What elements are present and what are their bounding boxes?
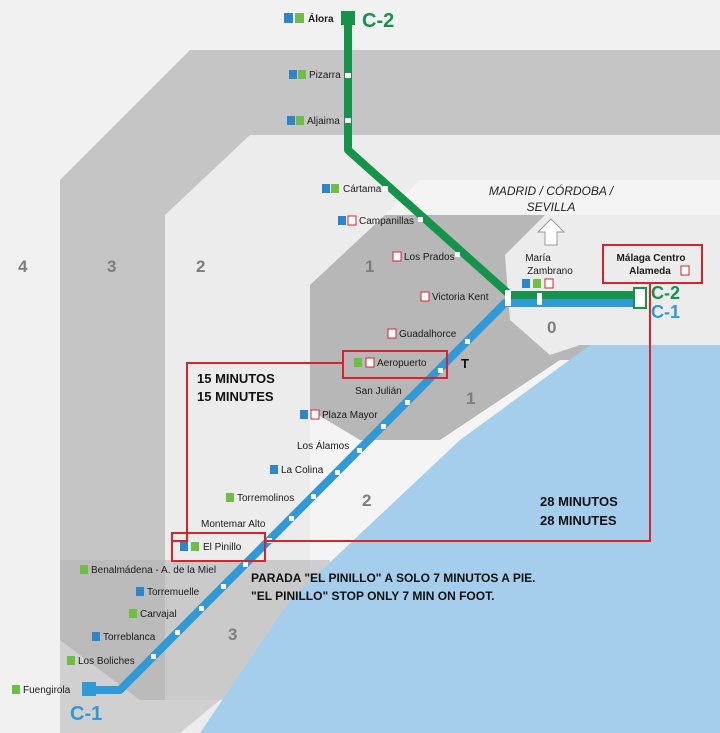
svg-text:Aljaima: Aljaima	[307, 116, 340, 127]
zone-label-2: 2	[196, 257, 205, 276]
svg-text:Fuengirola: Fuengirola	[23, 685, 71, 696]
station-maria-zambrano[interactable]: María Zambrano	[522, 253, 573, 289]
svg-text:Victoria Kent: Victoria Kent	[432, 292, 489, 303]
c2-badge-end: C-2	[651, 283, 680, 303]
station-san-julian[interactable]: San Julián	[355, 386, 402, 397]
station-campanillas[interactable]: Campanillas	[338, 215, 414, 227]
destination-line-2: SEVILLA	[527, 200, 576, 214]
zone-label-1-south: 1	[466, 389, 475, 408]
c1-badge-end: C-1	[651, 302, 680, 322]
route-highlights	[171, 244, 703, 562]
centro-highlight-box	[602, 244, 703, 284]
station-aeropuerto[interactable]: Aeropuerto	[354, 357, 427, 369]
station-los-prados[interactable]: Los Prados	[392, 251, 455, 263]
station-victoria-kent[interactable]: Victoria Kent	[420, 291, 489, 303]
station-guadalhorce[interactable]: Guadalhorce	[387, 328, 457, 340]
svg-text:Los Prados: Los Prados	[404, 252, 455, 263]
centro-terminal	[633, 287, 647, 309]
sea-area	[200, 345, 720, 733]
centro-route-connector	[265, 283, 651, 542]
station-torreblanca[interactable]: Torreblanca	[92, 632, 156, 643]
svg-text:Los Álamos: Los Álamos	[297, 439, 349, 452]
station-benalmadena[interactable]: Benalmádena - A. de la Miel	[80, 565, 216, 576]
zone-label-0: 0	[547, 318, 556, 337]
svg-text:La Colina: La Colina	[281, 465, 324, 476]
station-los-boliches[interactable]: Los Boliches	[67, 656, 135, 667]
zone-3-lower	[60, 640, 220, 733]
svg-text:Pizarra: Pizarra	[309, 70, 341, 81]
station-cartama[interactable]: Cártama	[322, 184, 382, 195]
zone-label-2-south: 2	[362, 491, 371, 510]
station-carvajal[interactable]: Carvajal	[129, 609, 177, 620]
pinillo-note-es: PARADA "EL PINILLO" A SOLO 7 MINUTOS A P…	[251, 571, 536, 585]
zone-label-3: 3	[107, 257, 116, 276]
c1-badge-bottom: C-1	[70, 703, 102, 725]
svg-text:Montemar Alto: Montemar Alto	[201, 519, 266, 530]
c2-badge-top: C-2	[362, 10, 394, 32]
station-la-colina[interactable]: La Colina	[270, 465, 324, 476]
svg-text:Guadalhorce: Guadalhorce	[399, 329, 457, 340]
svg-text:Aeropuerto: Aeropuerto	[377, 358, 427, 369]
svg-text:Torremuelle: Torremuelle	[147, 587, 200, 598]
station-torremuelle[interactable]: Torremuelle	[136, 587, 200, 598]
airport-time-en: 15 MINUTES	[197, 389, 274, 404]
station-fuengirola[interactable]: Fuengirola	[12, 685, 71, 696]
station-alora[interactable]: Álora	[284, 12, 334, 25]
station-malaga-centro[interactable]: Málaga Centro Alameda	[617, 253, 690, 277]
alora-terminal	[341, 11, 355, 25]
svg-text:Álora: Álora	[308, 12, 334, 25]
zone-label-1: 1	[365, 257, 374, 276]
maria-zambrano-station	[505, 290, 511, 306]
svg-text:Cártama: Cártama	[343, 184, 382, 195]
svg-text:Málaga Centro: Málaga Centro	[617, 253, 686, 264]
station-torremolinos[interactable]: Torremolinos	[226, 493, 294, 504]
svg-text:Los Boliches: Los Boliches	[78, 656, 135, 667]
aeropuerto-highlight-box	[342, 350, 448, 379]
svg-text:Plaza Mayor: Plaza Mayor	[322, 410, 378, 421]
svg-text:Zambrano: Zambrano	[527, 266, 573, 277]
destination-line-1: MADRID / CÓRDOBA /	[489, 183, 615, 198]
station-montemar-alto[interactable]: Montemar Alto	[201, 519, 266, 530]
svg-text:Carvajal: Carvajal	[140, 609, 177, 620]
station-los-alamos[interactable]: Los Álamos	[297, 439, 349, 452]
svg-text:Campanillas: Campanillas	[359, 216, 414, 227]
pinillo-highlight-box	[171, 532, 266, 562]
line-c2	[344, 18, 640, 299]
destination-arrow-icon	[536, 218, 566, 246]
svg-text:Benalmádena - A. de la Miel: Benalmádena - A. de la Miel	[91, 565, 216, 576]
station-aljaima[interactable]: Aljaima	[287, 116, 340, 127]
airport-time-es: 15 MINUTOS	[197, 371, 275, 386]
svg-text:San Julián: San Julián	[355, 386, 402, 397]
station-el-pinillo[interactable]: El Pinillo	[180, 542, 242, 553]
station-plaza-mayor[interactable]: Plaza Mayor	[300, 409, 378, 421]
svg-text:Torreblanca: Torreblanca	[103, 632, 156, 643]
airport-route-connector	[172, 362, 343, 542]
fuengirola-terminal	[82, 682, 96, 696]
zone-0-area	[505, 215, 720, 355]
zone-label-4: 4	[18, 257, 28, 276]
svg-text:Alameda: Alameda	[629, 266, 671, 277]
svg-text:El Pinillo: El Pinillo	[203, 542, 242, 553]
svg-text:María: María	[525, 253, 551, 264]
centro-time-en: 28 MINUTES	[540, 513, 617, 528]
station-pizarra[interactable]: Pizarra	[289, 70, 341, 81]
centro-time-es: 28 MINUTOS	[540, 494, 618, 509]
airport-terminal-marker: T	[461, 356, 469, 371]
pinillo-note-en: "EL PINILLO" STOP ONLY 7 MIN ON FOOT.	[251, 589, 494, 603]
svg-text:Torremolinos: Torremolinos	[237, 493, 294, 504]
zone-label-3-south: 3	[228, 625, 237, 644]
